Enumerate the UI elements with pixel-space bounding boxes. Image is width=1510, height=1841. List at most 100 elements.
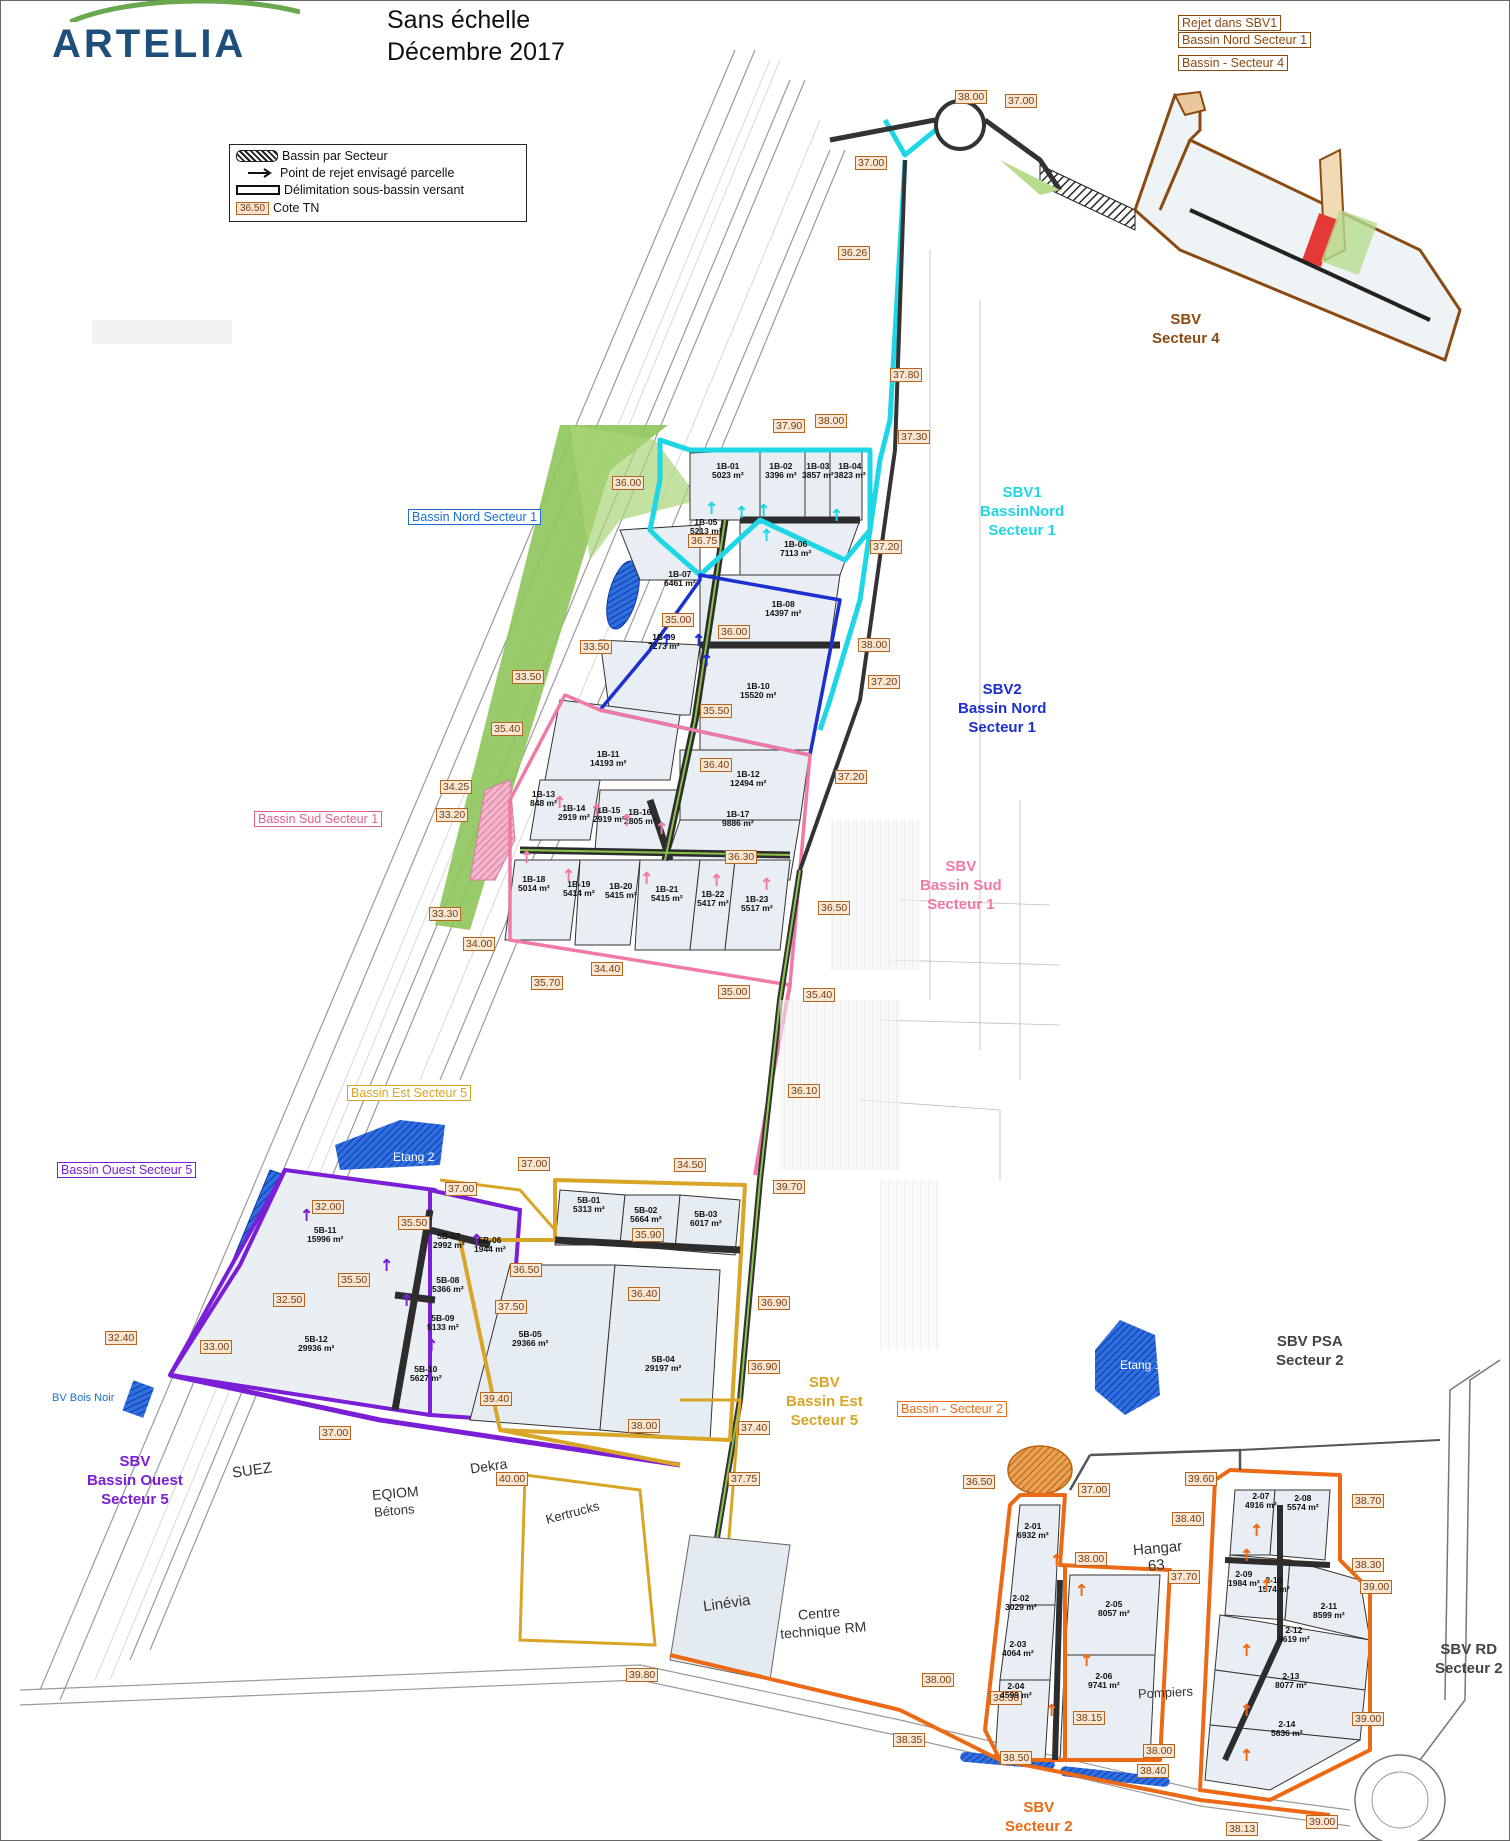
place-label: Etang 2 (393, 1150, 435, 1164)
parcel-id: 5B-08 (436, 1275, 460, 1285)
boxed-label: Rejet dans SBV1 (1178, 15, 1282, 31)
parcel-area: 1574 m² (1258, 1584, 1290, 1594)
cote-tn: 36.40 (700, 758, 733, 772)
cote-tn: 38.50 (1000, 1751, 1033, 1765)
cote-tn: 38.00 (1143, 1744, 1176, 1758)
cote-tn: 38.00 (955, 90, 988, 104)
cote-tn: 39.00 (1360, 1580, 1393, 1594)
discharge-arrow-icon: ↖ (395, 1289, 418, 1312)
cote-tn: 35.40 (491, 722, 524, 736)
parcel-area: 5636 m² (1271, 1728, 1303, 1738)
parcel-id: 5B-11 (313, 1225, 337, 1235)
boxed-label: Bassin Ouest Secteur 5 (57, 1162, 197, 1178)
parcel-id: 5B-02 (634, 1205, 658, 1215)
parcel-area: 29366 m² (512, 1338, 549, 1348)
zone-label-line: SBV RD (1440, 1641, 1498, 1658)
date-note: Décembre 2017 (387, 38, 565, 66)
cote-tn: 39.80 (626, 1668, 659, 1682)
parcel-id: 2-14 (1278, 1719, 1296, 1729)
cote-tn: 37.20 (870, 540, 903, 554)
cote-tn: 37.30 (898, 430, 931, 444)
cote-tn: 37.20 (835, 770, 868, 784)
parcel-area: 5627 m² (410, 1373, 442, 1383)
cote-tn: 36.30 (725, 850, 758, 864)
parcel-area: 5415 m² (605, 890, 637, 900)
legend-item-outline: Délimitation sous-bassin versant (236, 182, 464, 198)
parcel-id: 1B-10 (746, 681, 770, 691)
zone-label-line: SBV PSA (1276, 1333, 1343, 1350)
hatched-basin-icon (236, 150, 278, 162)
cote-tn: 40.00 (496, 1472, 529, 1486)
cote-tn: 38.00 (858, 638, 891, 652)
parcel-area: 5415 m² (651, 893, 683, 903)
parcel-id: 1B-15 (597, 805, 621, 815)
parcel-area: 12494 m² (730, 778, 767, 788)
zone-label-line: Secteur 1 (927, 896, 995, 913)
parcel-area: 2992 m² (433, 1240, 465, 1250)
parcel-id: 1B-12 (736, 769, 760, 779)
cote-tn: 37.80 (890, 368, 923, 382)
parcel-area: 5366 m² (432, 1284, 464, 1294)
zone-label-line: Secteur 2 (1276, 1352, 1344, 1369)
cote-tn: 37.00 (855, 156, 888, 170)
cote-tn: 38.70 (1352, 1494, 1385, 1508)
discharge-arrow-icon: ↖ (1245, 1519, 1268, 1542)
discharge-arrow-icon: ↖ (1040, 1699, 1063, 1722)
zone-label-line: BassinNord (980, 503, 1065, 520)
parcel-id: 2-05 (1105, 1599, 1123, 1609)
parcel-id: 1B-08 (771, 599, 795, 609)
zone-label-line: Bassin Sud (920, 877, 1002, 894)
parcel-area: 7273 m² (648, 641, 680, 651)
parcel-id: 1B-03 (806, 461, 830, 471)
parcel-area: 5213 m² (690, 526, 722, 536)
cote-tn: 38.13 (1226, 1822, 1259, 1836)
cote-tn: 39.00 (1306, 1815, 1339, 1829)
parcel-id: 5B-03 (694, 1209, 718, 1219)
zone-label-line: Bassin Est (786, 1393, 863, 1410)
parcel-id: 5B-04 (651, 1354, 675, 1364)
parcel-area: 3823 m² (834, 470, 866, 480)
parcel-id: 2-01 (1024, 1521, 1042, 1531)
zone-label-line: SBV (1023, 1799, 1055, 1816)
parcel-id: 1B-02 (769, 461, 793, 471)
parcel-id: 1B-18 (522, 874, 546, 884)
legend-item-cote: 36.50 Cote TN (236, 200, 319, 216)
place-label: EQIOM (371, 1482, 420, 1504)
parcel-id: 1B-16 (628, 807, 652, 817)
cote-tn: 37.50 (495, 1300, 528, 1314)
boxed-label: Bassin Sud Secteur 1 (254, 811, 383, 827)
discharge-arrow-icon: ↖ (420, 1334, 443, 1357)
cote-tn: 34.00 (463, 937, 496, 951)
parcel-id: 1B-05 (694, 517, 718, 527)
cote-tn: 36.90 (748, 1360, 781, 1374)
boxed-label: Bassin - Secteur 2 (897, 1401, 1008, 1417)
cote-tn: 38.35 (893, 1733, 926, 1747)
cote-tn: 39.40 (480, 1392, 513, 1406)
boxed-label: Bassin Est Secteur 5 (347, 1085, 472, 1101)
cote-tn: 35.40 (803, 988, 836, 1002)
place-label: 63 (1147, 1556, 1166, 1575)
discharge-arrow-icon: ↖ (755, 873, 778, 896)
parcel-id: 1B-06 (784, 539, 808, 549)
cote-tn: 37.00 (445, 1182, 478, 1196)
